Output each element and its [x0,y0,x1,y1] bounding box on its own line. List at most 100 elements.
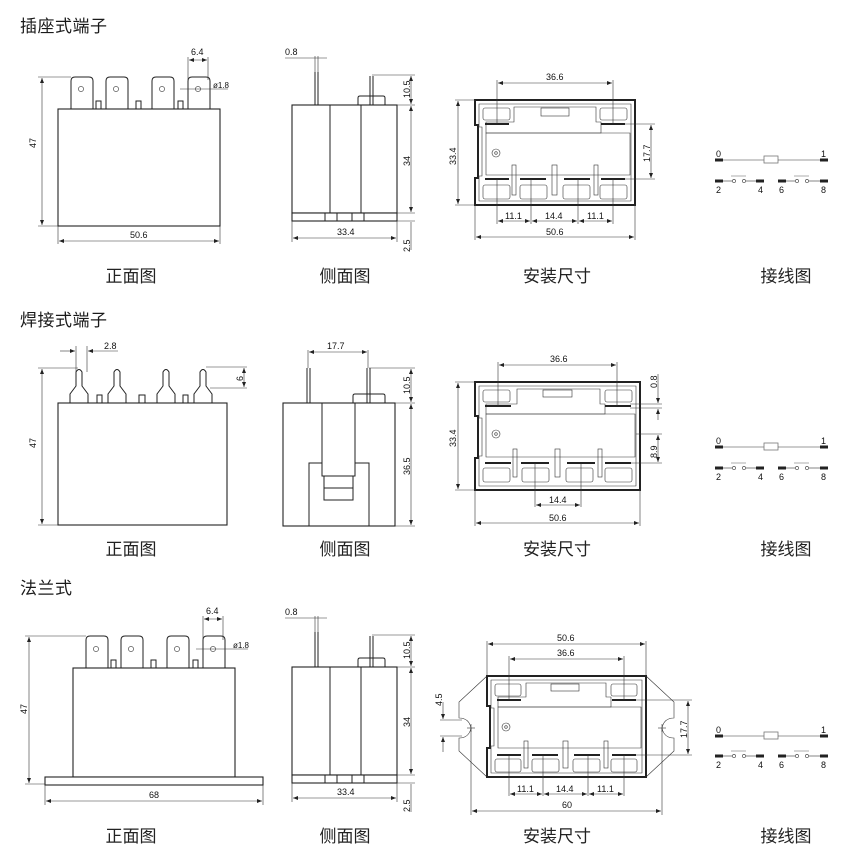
dim-width: 50.6 [549,513,567,523]
terminal-label: 4 [758,185,763,195]
dim-pin-width: 2.8 [104,341,117,351]
dim-base: 2.5 [402,799,412,812]
section-title-flange: 法兰式 [20,579,73,599]
dim-r1: 0.8 [649,375,659,388]
caption-mount-dims: 安装尺寸 [523,267,591,287]
dim-height: 47 [28,438,38,448]
terminal-label: 0 [716,436,721,446]
mount-view-solder: 36.6 33.4 0.8 8.9 14.4 50.6 [448,354,662,526]
dim-height: 47 [19,704,29,714]
coil-icon [763,731,779,740]
dim-b2: 14.4 [545,211,563,221]
dim-pin-height: 10.5 [402,641,412,659]
terminal-label: 6 [779,472,784,482]
section-title-solder: 焊接式端子 [20,311,108,331]
terminal-label: 4 [758,760,763,770]
coil-icon [763,155,779,164]
section-title-socket: 插座式端子 [20,17,108,37]
terminal-label: 0 [716,725,721,735]
dim-b3: 11.1 [597,784,614,794]
dim-top: 36.6 [546,72,564,82]
dim-pin-pitch: 6.4 [206,606,219,616]
flange-plate [44,776,264,786]
dim-right: 17.7 [679,720,689,738]
dim-top: 36.6 [550,354,568,364]
front-view-socket: 47 50.6 6.4 ø1.8 [28,47,230,244]
relay-body [57,108,221,227]
dim-body-height: 36.5 [402,457,412,475]
dim-hole: ø1.8 [213,81,230,90]
dim-width: 68 [149,790,159,800]
dim-b1: 11.1 [505,211,522,221]
caption-side-view: 侧面图 [319,540,371,560]
dim-b2: 14.4 [549,495,567,505]
terminal-label: 8 [821,760,826,770]
coil-icon [763,442,779,451]
caption-mount-dims: 安装尺寸 [523,540,591,560]
dim-outer: 50.6 [557,633,575,643]
dim-right: 17.7 [642,144,652,162]
dim-height: 33.4 [448,147,458,165]
caption-wiring: 接线图 [760,540,812,560]
wiring-diagram-flange: 0 1 2 4 6 8 [715,725,828,770]
dim-body-height: 34 [402,156,412,166]
dim-b3: 11.1 [587,211,604,221]
wiring-diagram-socket: 0 1 2 4 6 8 [715,149,828,195]
terminal-label: 6 [779,185,784,195]
terminal-label: 1 [821,725,826,735]
side-view-flange: 0.8 10.5 34 2.5 33.4 [285,607,415,812]
dim-height: 47 [28,138,38,148]
side-view-socket: 0.8 10.5 34 2.5 33.4 [285,47,415,252]
dim-width: 33.4 [337,227,355,237]
front-view-solder: 47 2.8 6 [28,341,247,526]
terminal-label: 2 [716,472,721,482]
dim-base: 2.5 [402,239,412,252]
terminal-label: 2 [716,760,721,770]
dim-pin-height: 10.5 [402,80,412,98]
dim-width: 50.6 [130,230,148,240]
quick-connect-tabs [70,76,211,110]
caption-wiring: 接线图 [760,827,812,847]
wiring-diagram-solder: 0 1 2 4 6 8 [715,436,828,482]
terminal-label: 8 [821,185,826,195]
dim-width: 33.4 [337,787,355,797]
dim-hole: ø1.8 [233,641,250,650]
caption-front-view: 正面图 [105,540,157,560]
caption-wiring: 接线图 [760,267,812,287]
terminal-label: 8 [821,472,826,482]
dim-pin-height: 10.5 [402,376,412,394]
caption-mount-dims: 安装尺寸 [523,827,591,847]
dim-height: 33.4 [448,429,458,447]
caption-side-view: 侧面图 [319,267,371,287]
terminal-label: 4 [758,472,763,482]
mount-view-flange: 50.6 36.6 4.5 17.7 11.1 14.4 11.1 60 [434,633,692,815]
dim-pin-tip: 6 [235,376,245,381]
caption-front-view: 正面图 [105,827,157,847]
relay-body [57,402,228,526]
dim-pin: 0.8 [285,607,298,617]
relay-body [72,667,236,778]
dim-b1: 11.1 [517,784,534,794]
dim-width: 60 [562,800,572,810]
dim-b2: 14.4 [556,784,574,794]
dim-pin-pitch: 6.4 [191,47,204,57]
terminal-label: 2 [716,185,721,195]
front-view-flange: 47 68 6.4 ø1.8 [19,606,264,805]
dim-pin: 0.8 [285,47,298,57]
caption-side-view: 侧面图 [319,827,371,847]
dim-r2: 8.9 [649,445,659,458]
dim-width: 50.6 [546,227,564,237]
caption-front-view: 正面图 [105,267,157,287]
terminal-label: 1 [821,436,826,446]
mount-view-socket: 36.6 33.4 17.7 11.1 14.4 11.1 50.6 [448,72,655,240]
terminal-label: 6 [779,760,784,770]
dim-top: 36.6 [557,648,575,658]
side-view-solder: 17.7 10.5 36.5 [282,341,415,527]
dim-pin-spacing: 17.7 [327,341,345,351]
terminal-label: 1 [821,149,826,159]
solder-pins [69,369,213,404]
dim-hole: 4.5 [434,693,444,706]
terminal-label: 0 [716,149,721,159]
dim-body-height: 34 [402,717,412,727]
